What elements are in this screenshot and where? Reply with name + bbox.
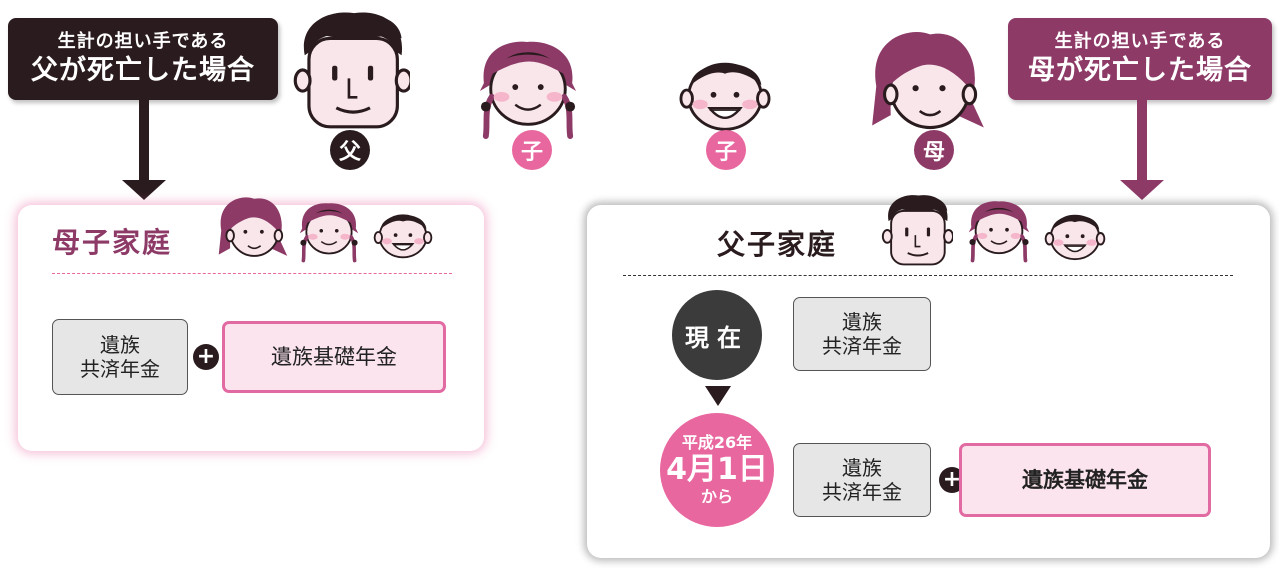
child-badge-1: 子 bbox=[512, 130, 552, 170]
father-arrow-stem bbox=[139, 100, 149, 182]
callout-father-line2: 父が死亡した場合 bbox=[31, 55, 255, 86]
boy-face-icon bbox=[679, 62, 771, 131]
mother-badge: 母 bbox=[914, 130, 954, 170]
date-from: から bbox=[700, 487, 733, 506]
panel-divider bbox=[623, 275, 1233, 276]
plus-icon: + bbox=[193, 344, 219, 370]
triangle-down-icon bbox=[705, 386, 731, 406]
father-face-icon bbox=[881, 194, 953, 266]
girl-face-icon bbox=[967, 199, 1031, 263]
survivor-mutual-aid-pension-box: 遺族 共済年金 bbox=[52, 319, 188, 395]
father-death-callout: 生計の担い手である 父が死亡した場合 bbox=[8, 18, 278, 100]
father-arrow-head-icon bbox=[122, 180, 166, 200]
current-mutual-aid-pension-box: 遺族 共済年金 bbox=[793, 297, 931, 371]
boy-face-icon bbox=[373, 214, 433, 259]
mother-arrow-stem bbox=[1137, 100, 1147, 182]
panel-title-mother-child: 母子家庭 bbox=[52, 226, 173, 259]
current-label-circle: 現在 bbox=[672, 290, 762, 380]
girl-face-icon bbox=[298, 201, 360, 263]
date-era-year: 平成26年 bbox=[681, 433, 753, 452]
mother-face-icon bbox=[217, 196, 289, 257]
mother-face-icon bbox=[870, 30, 986, 130]
effective-date-circle: 平成26年 4月1日 から bbox=[660, 413, 774, 527]
mother-death-callout: 生計の担い手である 母が死亡した場合 bbox=[1008, 18, 1272, 100]
date-month-day: 4月1日 bbox=[666, 452, 768, 487]
callout-father-line1: 生計の担い手である bbox=[57, 31, 229, 52]
father-badge: 父 bbox=[330, 130, 370, 170]
survivor-basic-pension-box: 遺族基礎年金 bbox=[222, 321, 446, 393]
panel-divider bbox=[52, 273, 452, 274]
future-mutual-aid-pension-box: 遺族 共済年金 bbox=[793, 443, 931, 517]
child-badge-2: 子 bbox=[706, 130, 746, 170]
single-mother-household-panel: 母子家庭 遺族 共済年金 + 遺族基礎年金 bbox=[18, 196, 484, 451]
panel-title-father-child: 父子家庭 bbox=[717, 228, 838, 261]
callout-mother-line1: 生計の担い手である bbox=[1054, 31, 1226, 52]
callout-mother-line2: 母が死亡した場合 bbox=[1028, 55, 1252, 86]
survivor-basic-pension-box: 遺族基礎年金 bbox=[959, 443, 1211, 517]
mother-arrow-head-icon bbox=[1120, 180, 1164, 200]
father-face-icon bbox=[293, 10, 410, 129]
boy-face-icon bbox=[1044, 214, 1106, 261]
girl-face-icon bbox=[478, 38, 578, 140]
